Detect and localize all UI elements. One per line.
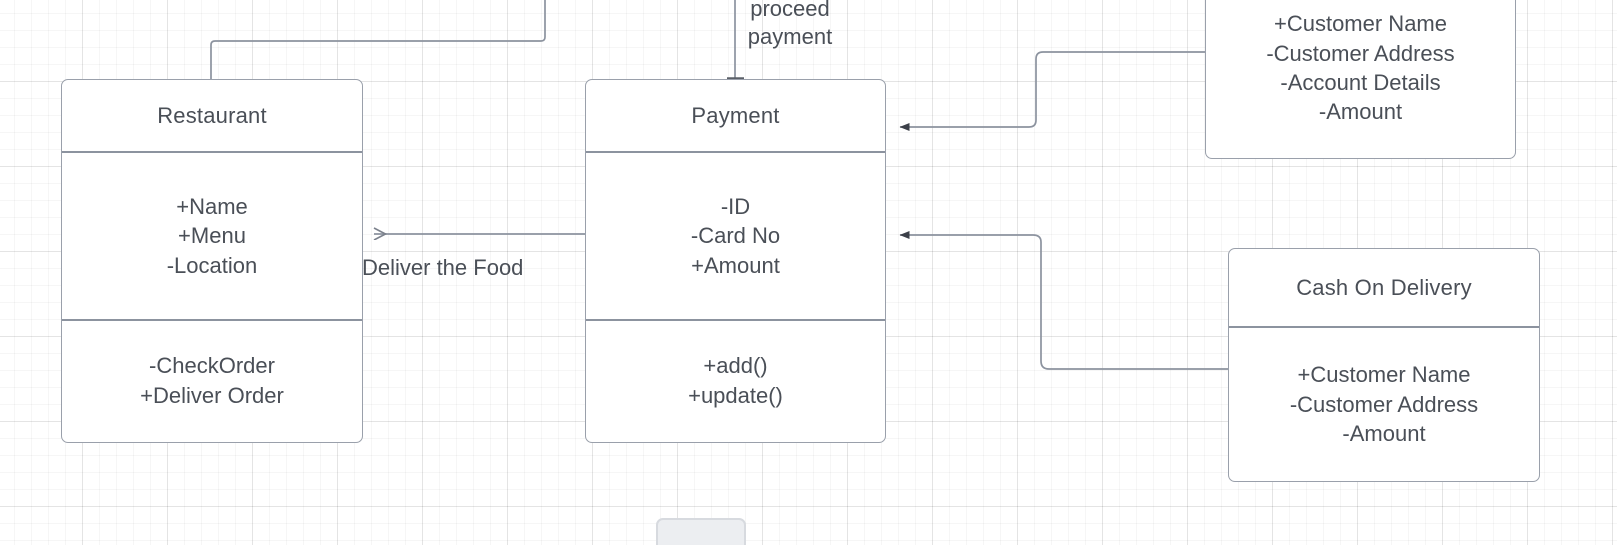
class-attributes-restaurant: +Name +Menu -Location	[62, 153, 362, 319]
attribute-item: -ID	[720, 193, 751, 219]
attribute-item: -Amount	[1342, 421, 1426, 447]
class-box-online-payment[interactable]: +Customer Name -Customer Address -Accoun…	[1205, 0, 1516, 159]
class-box-restaurant[interactable]: Restaurant +Name +Menu -Location -CheckO…	[61, 79, 363, 443]
attribute-item: +Customer Name	[1273, 11, 1447, 37]
attribute-item: -Customer Address	[1266, 40, 1455, 66]
attribute-item: -Amount	[1318, 99, 1403, 125]
attribute-item: +Customer Name	[1297, 362, 1471, 388]
attribute-item: -Customer Address	[1289, 391, 1479, 417]
class-methods-restaurant: -CheckOrder +Deliver Order	[62, 319, 362, 440]
connector-restaurant-to-offscreen	[210, 0, 546, 79]
class-methods-payment: +add() +update()	[586, 319, 885, 440]
class-attributes-online-payment: +Customer Name -Customer Address -Accoun…	[1206, 0, 1515, 157]
edge-label-proceed-payment: proceed payment	[747, 0, 833, 50]
method-item: -CheckOrder	[149, 353, 275, 379]
attribute-item: -Location	[166, 252, 258, 278]
connector-online-payment-to-payment	[899, 51, 1205, 131]
class-box-payment[interactable]: Payment -ID -Card No +Amount +add() +upd…	[585, 79, 886, 443]
edge-label-deliver-the-food: Deliver the Food	[362, 255, 524, 280]
attribute-item: +Amount	[691, 252, 780, 278]
attribute-item: -Card No	[690, 223, 781, 249]
attribute-item: +Name	[176, 193, 248, 219]
method-item: +add()	[703, 353, 768, 379]
method-item: +Deliver Order	[140, 382, 284, 408]
class-title-restaurant: Restaurant	[62, 80, 362, 153]
offscreen-shape-bottom	[656, 518, 746, 545]
class-title-cash-on-delivery: Cash On Delivery	[1229, 249, 1539, 328]
attribute-item: +Menu	[178, 223, 246, 249]
connector-cash-on-delivery-to-payment	[899, 231, 1228, 370]
class-title-payment: Payment	[586, 80, 885, 153]
attribute-item: -Account Details	[1280, 70, 1441, 95]
class-box-cash-on-delivery[interactable]: Cash On Delivery +Customer Name -Custome…	[1228, 248, 1540, 482]
class-attributes-payment: -ID -Card No +Amount	[586, 153, 885, 319]
class-attributes-cash-on-delivery: +Customer Name -Customer Address -Amount	[1229, 328, 1539, 481]
method-item: +update()	[688, 382, 783, 408]
